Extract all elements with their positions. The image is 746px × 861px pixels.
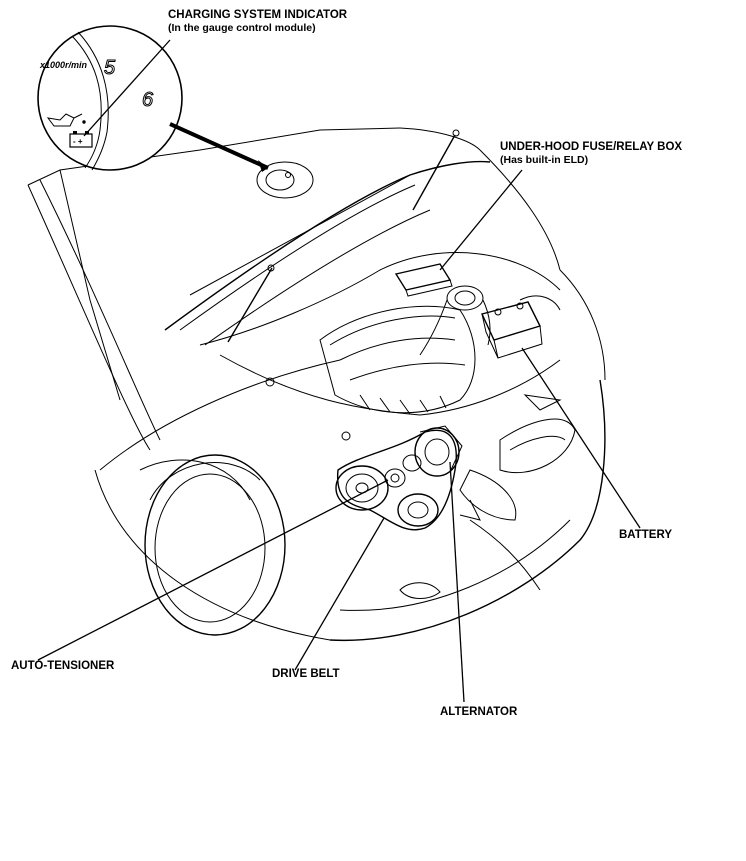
- gauge-numeral-6: 6: [142, 89, 154, 111]
- belt-assembly: [335, 425, 463, 531]
- gauge-unit-text: x1000r/min: [39, 60, 88, 70]
- charging-indicator-subtitle: (In the gauge control module): [168, 22, 316, 34]
- alternator-label: ALTERNATOR: [440, 706, 518, 718]
- charging-indicator-label: CHARGING SYSTEM INDICATOR (In the gauge …: [168, 9, 347, 35]
- fuse-box-subtitle: (Has built-in ELD): [500, 154, 589, 166]
- car-body: [27, 127, 606, 642]
- gauge-numeral-5: 5: [104, 57, 116, 79]
- battery-symbol-text: - +: [73, 137, 83, 146]
- oil-pressure-icon: [46, 113, 86, 127]
- battery-label: BATTERY: [619, 529, 673, 541]
- gauge-inset: x1000r/min 5 6 - +: [37, 25, 183, 171]
- charging-indicator-title: CHARGING SYSTEM INDICATOR: [168, 9, 348, 21]
- auto-tensioner-label: AUTO-TENSIONER: [11, 660, 115, 672]
- leader-lines: [37, 39, 641, 703]
- drive-belt-label: DRIVE BELT: [272, 668, 340, 680]
- engine: [319, 263, 562, 415]
- fuse-box-title: UNDER-HOOD FUSE/RELAY BOX: [500, 141, 683, 153]
- fuse-box-label: UNDER-HOOD FUSE/RELAY BOX (Has built-in …: [500, 141, 682, 167]
